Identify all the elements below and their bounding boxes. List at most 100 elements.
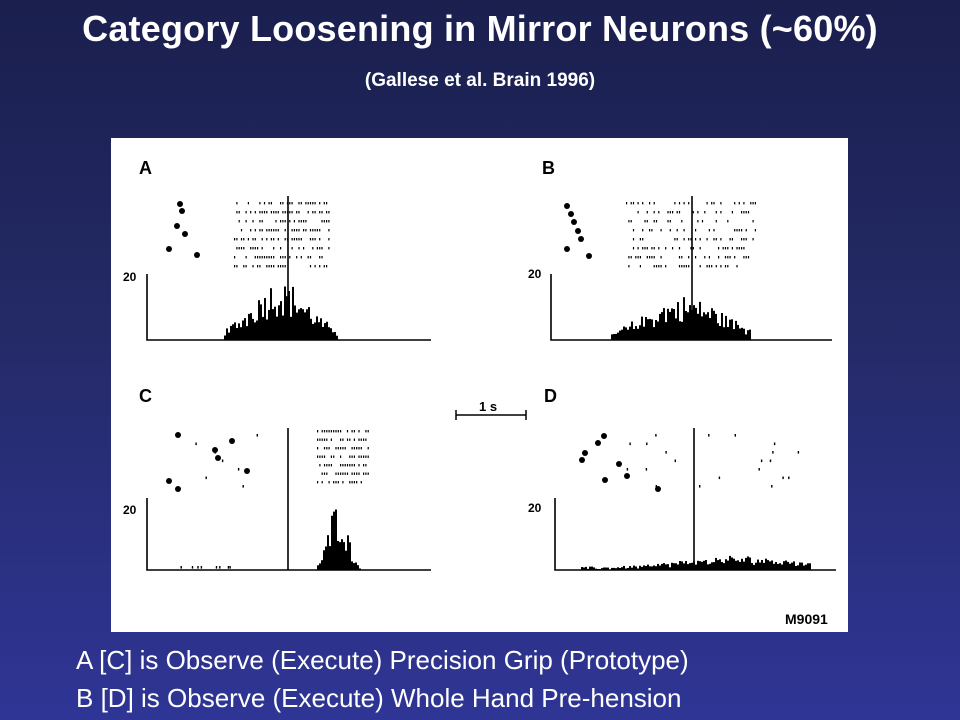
spike-tick-c [342, 481, 344, 484]
psth-bin-b [713, 310, 715, 340]
psth-bin-b [619, 330, 621, 340]
psth-bin-d [605, 567, 607, 570]
spike-tick-a [240, 247, 243, 250]
spike-tick-b [743, 238, 745, 241]
psth-bin-b [699, 301, 701, 340]
spike-tick-a [298, 229, 300, 232]
spike-tick-a [291, 211, 293, 214]
psth-bin-d [727, 560, 729, 570]
spike-tick-a [236, 265, 238, 268]
psth-bin-a [308, 307, 310, 340]
spike-tick-b [637, 211, 639, 214]
spike-tick-b [727, 256, 729, 259]
spike-tick-a [273, 238, 275, 241]
spike-tick-c [321, 430, 323, 433]
spike-tick-a [245, 211, 247, 214]
psth-bin-d [621, 567, 623, 570]
spike-tick-b [672, 211, 674, 214]
psth-bin-a [252, 318, 254, 340]
spike-tick-b [660, 265, 662, 268]
spike-tick-c [323, 455, 326, 458]
spike-tick-c [337, 447, 339, 450]
spike-tick-c [323, 472, 326, 475]
spike-tick-c [323, 430, 326, 433]
spike-tick-b [676, 211, 678, 214]
spike-tick-a [307, 202, 309, 205]
spike-tick-c [335, 430, 337, 433]
spike-tick-c [337, 481, 339, 484]
spike-tick-c [321, 455, 323, 458]
psth-bin-d [755, 562, 757, 570]
psth-bin-d [761, 560, 763, 570]
psth-bin-a [300, 308, 302, 340]
spike-tick-a [321, 247, 323, 250]
spike-tick-b [676, 238, 678, 241]
spike-tick-b [678, 202, 681, 205]
psth-bin-a [292, 286, 294, 340]
spike-tick-b [750, 202, 752, 205]
psth-bin-b [655, 320, 657, 340]
spike-tick-b [660, 256, 662, 259]
spike-tick-a [298, 211, 300, 214]
panel-label-b: B [542, 158, 555, 178]
psth-bin-d [705, 560, 707, 570]
spike-tick-a [238, 247, 240, 250]
spike-tick-c [323, 438, 326, 441]
psth-bin-b [641, 316, 643, 340]
psth-bin-b [705, 314, 707, 340]
psth-bin-a [272, 309, 274, 340]
spike-tick-a [284, 211, 286, 214]
psth-bin-a [264, 298, 266, 340]
trial-marker-b [586, 253, 592, 259]
spike-tick-b [692, 211, 694, 214]
spike-tick-a [240, 229, 243, 232]
psth-bin-a [298, 309, 300, 340]
spike-tick-d [629, 442, 631, 446]
spike-tick-c [333, 455, 335, 458]
psth-bin-a [332, 332, 334, 340]
psth-bin-d [591, 566, 593, 570]
spike-tick-a [314, 229, 316, 232]
spike-tick-b [669, 211, 671, 214]
spike-tick-b [697, 211, 699, 214]
trial-marker-c [166, 478, 172, 484]
spike-tick-b [639, 238, 641, 241]
y-tick-b: 20 [528, 267, 542, 281]
spike-tick-c [363, 472, 365, 475]
psth-bin-d [753, 564, 755, 570]
spike-tick-b [724, 256, 727, 259]
psth-bin-d [711, 562, 713, 570]
psth-bin-c [353, 563, 355, 570]
spike-tick-a [268, 265, 270, 268]
spike-tick-b [695, 256, 697, 259]
psth-bin-d [779, 563, 781, 570]
spike-tick-c-pre [242, 485, 244, 488]
spike-tick-c [333, 430, 335, 433]
psth-bin-d [773, 563, 775, 570]
spike-tick-b [731, 247, 733, 250]
psth-bin-b [685, 311, 687, 340]
spike-tick-a [266, 238, 268, 241]
trial-marker-b [575, 228, 581, 234]
psth-bin-b [697, 313, 699, 340]
spike-tick-c [330, 438, 332, 441]
spike-tick-b [644, 247, 646, 250]
baseline-spike-c [215, 566, 218, 569]
psth-bin-d [613, 567, 615, 570]
psth-bin-c [325, 546, 327, 570]
psth-bin-d [769, 561, 771, 570]
spike-tick-a [282, 220, 284, 223]
spike-tick-b [706, 238, 708, 241]
spike-tick-c [365, 472, 367, 475]
spike-tick-a [275, 211, 277, 214]
spike-tick-b [708, 256, 710, 259]
spike-tick-a [280, 265, 282, 268]
psth-bin-d [597, 569, 599, 570]
psth-bin-a [324, 323, 326, 340]
psth-bin-b [647, 319, 649, 340]
trial-marker-d [624, 473, 630, 479]
trial-marker-b [568, 211, 574, 217]
psth-bin-a [322, 326, 324, 340]
trial-marker-c [175, 486, 181, 492]
spike-tick-c [353, 472, 355, 475]
